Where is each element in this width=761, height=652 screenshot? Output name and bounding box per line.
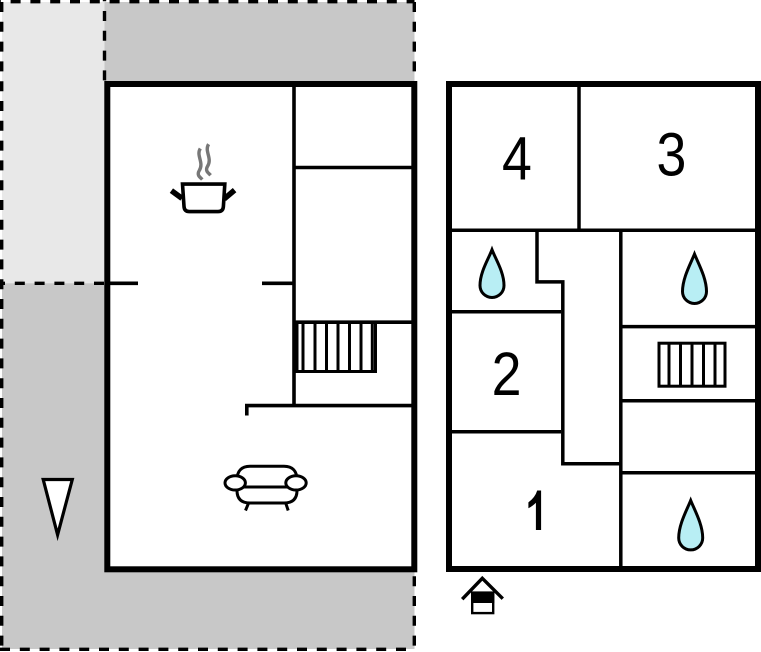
svg-text:3: 3 bbox=[656, 122, 686, 190]
svg-text:4: 4 bbox=[502, 125, 532, 193]
svg-text:2: 2 bbox=[492, 341, 522, 409]
